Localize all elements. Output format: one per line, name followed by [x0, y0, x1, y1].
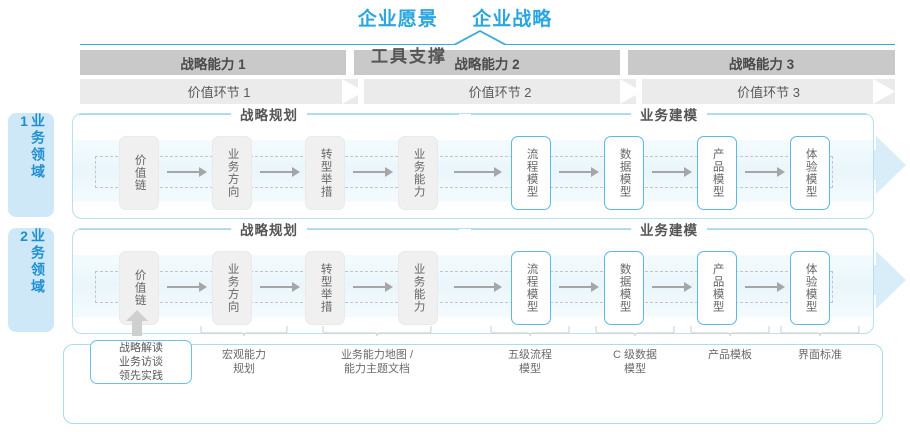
brace-process-model	[490, 326, 570, 338]
node-process-model-1[interactable]: 流程模型	[511, 136, 551, 210]
planning-title-1: 战略规划	[231, 104, 307, 124]
value-segment-1[interactable]: 价值环节 1	[80, 79, 358, 104]
strategy-title: 企业战略	[472, 9, 553, 30]
value-segment-2[interactable]: 价值环节 2	[364, 79, 636, 104]
row-2-planning-header: 战略规划	[79, 219, 459, 239]
value-chevron-1	[342, 79, 364, 104]
node-business-direction-1[interactable]: 业务方向	[212, 136, 252, 210]
tool-label-capability-map: 业务能力地图 / 能力主题文档	[340, 349, 414, 376]
top-title-group: 企业愿景 企业战略	[0, 4, 910, 31]
domain-row-1-panel: 战略规划 业务建模 价值链 业务方向 转型举措 业务能力	[72, 104, 874, 219]
value-chain-up-arrow	[126, 310, 148, 336]
row-1-modeling-header: 业务建模	[471, 104, 867, 124]
tool-label-process-model: 五级流程 模型	[508, 349, 552, 376]
tool-support-panel	[63, 344, 883, 424]
tool-label-ui-standard: 界面标准	[798, 349, 842, 361]
value-segment-3[interactable]: 价值环节 3	[642, 79, 895, 104]
brace-macro-capability	[200, 326, 288, 338]
sidebar-item-domain-2[interactable]: 业务领域 2	[8, 228, 54, 332]
tool-support-title: 工具支撑	[371, 47, 447, 66]
capability-bar-1[interactable]: 战略能力 1	[80, 50, 346, 75]
node-experience-model-1[interactable]: 体验模型	[790, 136, 830, 210]
brace-capability-map	[322, 326, 432, 338]
vision-peak-mask	[454, 32, 506, 46]
brace-data-model	[595, 326, 675, 338]
brace-ui-standard	[780, 326, 860, 338]
node-business-capability-2[interactable]: 业务能力	[398, 251, 438, 325]
node-business-capability-1[interactable]: 业务能力	[398, 136, 438, 210]
node-transformation-1[interactable]: 转型举措	[305, 136, 345, 210]
arrow-1-bridge	[454, 167, 502, 177]
arrow-2-bridge	[454, 282, 502, 292]
arrow-2-1	[167, 282, 207, 292]
capability-bar-2[interactable]: 战略能力 2	[354, 50, 620, 75]
domain-2-label: 业务领域 2	[16, 228, 46, 296]
arrow-1-5	[652, 167, 692, 177]
node-product-model-1[interactable]: 产品模型	[697, 136, 737, 210]
vision-title: 企业愿景	[357, 9, 438, 30]
tool-label-macro-capability: 宏观能力 规划	[222, 349, 266, 376]
modeling-title-1: 业务建模	[631, 104, 707, 124]
row-1-dashed-track	[95, 156, 833, 188]
node-experience-model-2[interactable]: 体验模型	[790, 251, 830, 325]
domain-1-label: 业务领域 1	[16, 113, 46, 181]
node-product-model-2[interactable]: 产品模型	[697, 251, 737, 325]
arrow-2-2	[260, 282, 300, 292]
capability-bar-row: 战略能力 1 战略能力 2 战略能力 3	[80, 50, 895, 75]
node-business-direction-2[interactable]: 业务方向	[212, 251, 252, 325]
value-chevron-3	[873, 79, 895, 104]
capability-bar-3[interactable]: 战略能力 3	[628, 50, 895, 75]
sidebar-item-domain-1[interactable]: 业务领域 1	[8, 113, 54, 217]
value-chevron-2	[620, 79, 642, 104]
row-1-planning-header: 战略规划	[79, 104, 459, 124]
arrow-2-4	[559, 282, 599, 292]
arrow-1-1	[167, 167, 207, 177]
modeling-title-2: 业务建模	[631, 219, 707, 239]
arrow-2-5	[652, 282, 692, 292]
arrow-1-4	[559, 167, 599, 177]
planning-title-2: 战略规划	[231, 219, 307, 239]
node-value-chain-1[interactable]: 价值链	[119, 136, 159, 210]
arrow-2-3	[353, 282, 393, 292]
domain-row-2-panel: 战略规划 业务建模 价值链 业务方向 转型举措 业务能力	[72, 219, 874, 334]
tool-label-product-template: 产品模板	[708, 349, 752, 361]
node-transformation-2[interactable]: 转型举措	[305, 251, 345, 325]
tool-box-strategy-interpretation[interactable]: 战略解读 业务访谈 领先实践	[90, 340, 192, 384]
arrow-2-6	[745, 282, 785, 292]
value-segment-row: 价值环节 1 价值环节 2 价值环节 3	[80, 79, 895, 104]
node-process-model-2[interactable]: 流程模型	[511, 251, 551, 325]
arrow-1-6	[745, 167, 785, 177]
node-data-model-2[interactable]: 数据模型	[604, 251, 644, 325]
row-2-modeling-header: 业务建模	[471, 219, 867, 239]
row-2-dashed-track	[95, 271, 833, 303]
arrow-1-2	[260, 167, 300, 177]
arrow-1-3	[353, 167, 393, 177]
node-data-model-1[interactable]: 数据模型	[604, 136, 644, 210]
brace-product-template	[690, 326, 770, 338]
tool-label-data-model: C 级数据 模型	[613, 349, 657, 376]
